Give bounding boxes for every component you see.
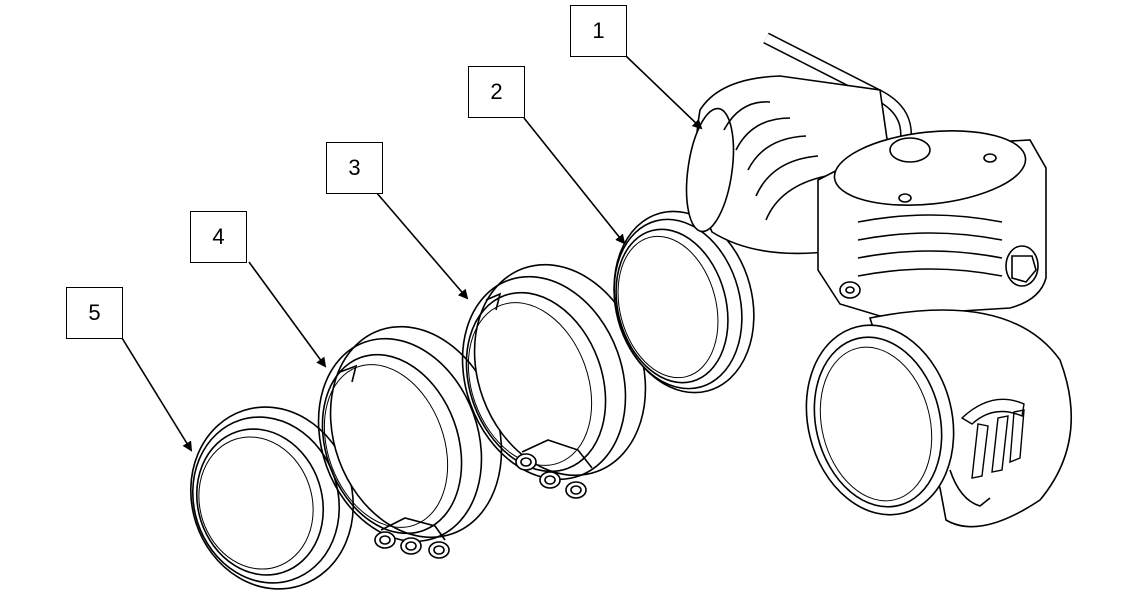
callout-4: 4 (190, 211, 247, 263)
callout-3: 3 (326, 142, 383, 194)
callout-2: 2 (468, 66, 525, 118)
callout-5: 5 (66, 287, 123, 339)
tial-logo-emboss (960, 398, 1025, 479)
callout-1: 1 (570, 5, 627, 57)
bov-actuator-assembly (685, 32, 1073, 528)
flange-ring-part-2 (613, 210, 755, 394)
v-band-clamp-part-3 (461, 263, 647, 499)
leader-lines (121, 55, 703, 452)
v-band-clamp-part-4 (317, 325, 503, 559)
leader-line-3 (375, 191, 469, 300)
leader-line-1 (625, 55, 703, 130)
leader-line-2 (523, 117, 626, 245)
leader-line-4 (248, 261, 327, 368)
leader-line-5 (121, 337, 193, 452)
